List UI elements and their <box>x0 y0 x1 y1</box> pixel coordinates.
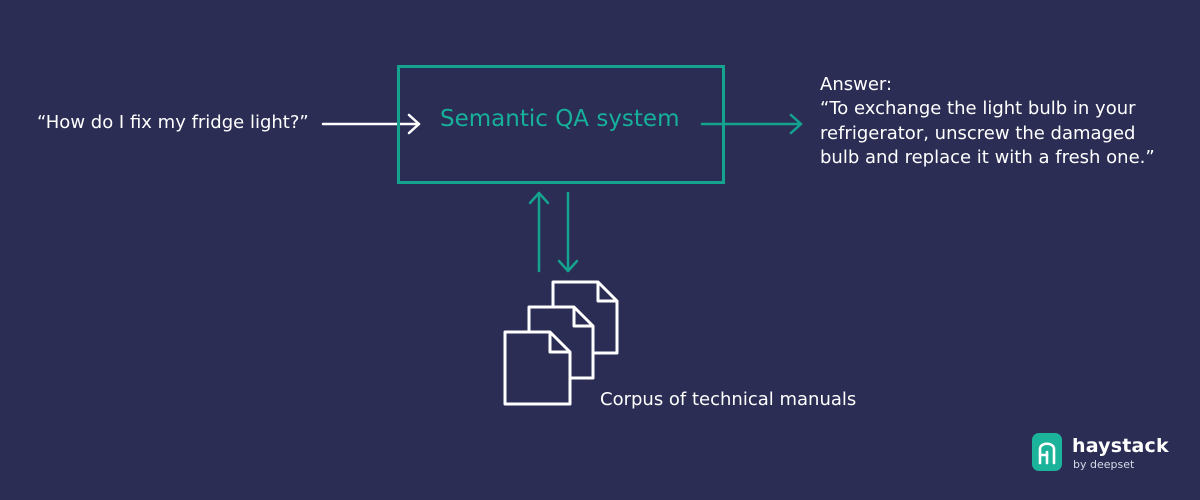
retrieval-down-arrow-icon <box>557 191 579 273</box>
haystack-logo-glyph <box>1038 442 1056 465</box>
haystack-byline: by deepset <box>1073 458 1135 471</box>
document-front-icon <box>503 330 572 406</box>
answer-output-arrow-icon <box>700 113 803 135</box>
haystack-logo-icon <box>1032 433 1062 471</box>
question-text: “How do I fix my fridge light?” <box>37 112 309 133</box>
retrieval-up-arrow-icon <box>528 191 550 273</box>
question-input-arrow-icon <box>321 113 421 135</box>
document-stack-icon <box>503 280 619 406</box>
answer-heading: Answer: <box>820 74 893 95</box>
semantic-qa-system-label: Semantic QA system <box>440 106 680 132</box>
haystack-logo: haystack by deepset <box>1032 433 1182 475</box>
answer-text: “To exchange the light bulb in your refr… <box>820 98 1155 168</box>
semantic-qa-system-box <box>397 65 725 184</box>
haystack-wordmark: haystack <box>1072 435 1169 457</box>
corpus-label: Corpus of technical manuals <box>600 389 857 410</box>
